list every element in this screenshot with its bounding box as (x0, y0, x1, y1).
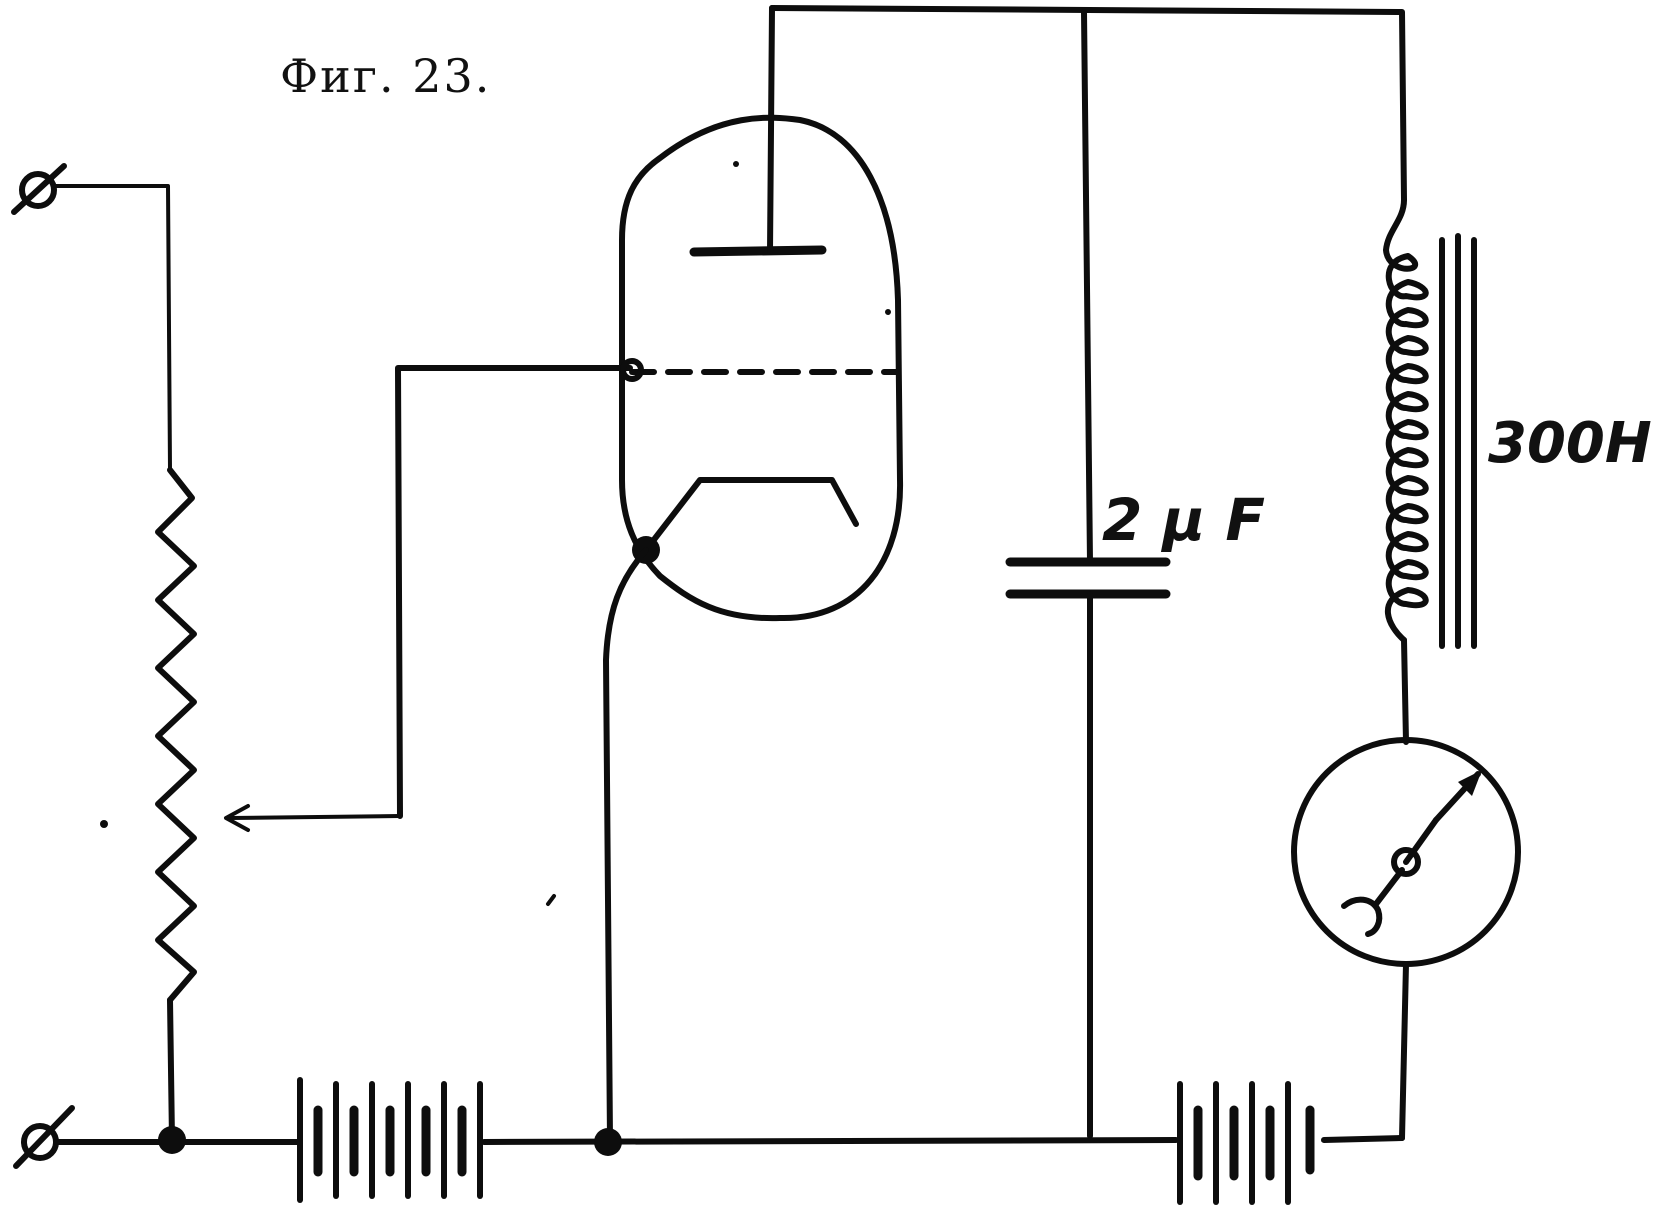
input-terminal-bottom (13, 1105, 75, 1169)
junction-left (158, 1126, 186, 1154)
wire-cathode-lead (603, 547, 649, 1143)
wire-pot-bottom (167, 997, 175, 1143)
vacuum-tube (619, 5, 904, 622)
inductor-label: 300H (1488, 411, 1652, 476)
wire-bottom-right (1321, 1135, 1405, 1143)
anode-battery (1177, 1081, 1315, 1205)
meter (1291, 737, 1521, 967)
scan-speck (885, 309, 891, 315)
inductor-core (1439, 233, 1477, 649)
capacitor-label: 2 μ F (1102, 486, 1265, 554)
input-terminal-top (11, 163, 67, 215)
wire-meter-bottom (1399, 961, 1409, 1141)
scan-speck (546, 894, 556, 906)
wire-bottom-mid (481, 1137, 1179, 1145)
inductor-coil (1383, 197, 1429, 643)
scan-speck (733, 161, 739, 167)
grid-terminal (620, 358, 644, 382)
capacitor (1005, 557, 1171, 599)
wire-capacitor-top (1081, 9, 1093, 565)
junction-cathode (594, 1128, 622, 1156)
wire-input-top (54, 184, 172, 472)
potentiometer (155, 467, 197, 1003)
tube-filament (643, 477, 859, 553)
wire-coil-to-meter (1401, 637, 1409, 745)
wire-top-bus (769, 5, 1407, 203)
potentiometer-wiper-arrow (224, 804, 402, 832)
scan-speck (100, 820, 108, 828)
tube-anode-lead (767, 5, 775, 255)
filament-battery (297, 1077, 483, 1203)
wire-grid-lead (395, 365, 633, 819)
figure-caption: Фиг. 23. (280, 49, 491, 103)
tube-anode-plate (689, 245, 827, 257)
